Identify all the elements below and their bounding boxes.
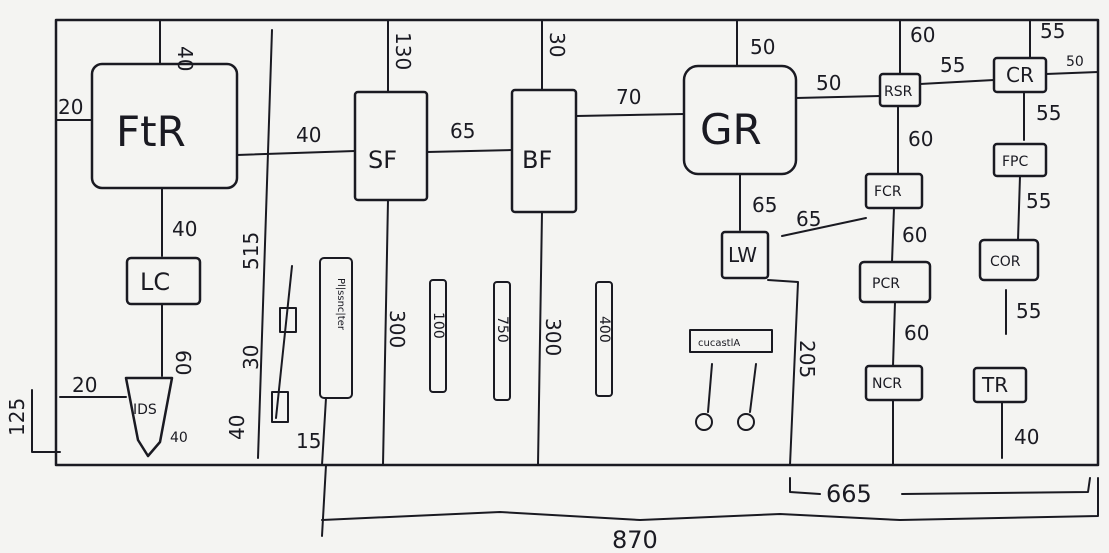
- dim-rsr-fcr: 60: [908, 127, 933, 151]
- dim-bar1: 100: [430, 312, 446, 339]
- dim-bottom-665: 665: [826, 480, 872, 508]
- dim-ftr-left: 20: [58, 95, 83, 119]
- tr-label: TR: [981, 373, 1008, 397]
- pcr-block: PCR 60: [860, 262, 930, 366]
- tall-box-label: Pl|ssnc|ter: [335, 278, 346, 331]
- fcr-label: FCR: [874, 184, 902, 200]
- dim-ids-left: 20: [72, 373, 97, 397]
- lw-label: LW: [728, 243, 757, 267]
- rsr-block: RSR 60 55 60: [880, 20, 994, 174]
- dim-lc-down: 60: [171, 350, 195, 375]
- wide-box-label: cucastlA: [698, 338, 740, 349]
- rsr-label: RSR: [884, 84, 913, 100]
- fpc-label: FPC: [1002, 154, 1028, 170]
- dim-ftr-sf: 40: [296, 123, 321, 147]
- gr-label: GR: [700, 105, 762, 154]
- dim-lw-fcr: 65: [796, 207, 821, 231]
- dim-fpc-cor: 55: [1026, 189, 1051, 213]
- dim-sf-bf: 65: [450, 119, 475, 143]
- cor-label: COR: [990, 254, 1021, 270]
- dim-bottom-870: 870: [612, 526, 658, 553]
- ftr-block: FtR 40 20 40 40: [56, 20, 355, 256]
- dim-rsr-top: 60: [910, 23, 935, 47]
- dim-pcr-ncr: 60: [904, 321, 929, 345]
- dim-lw-below: 205: [795, 340, 819, 378]
- dim-left-40: 40: [225, 415, 249, 440]
- outer-frame: [32, 20, 1098, 465]
- bf-block: BF 30 70 300: [512, 20, 684, 465]
- cor-block: COR 55: [980, 240, 1041, 334]
- dim-ftr-top: 40: [173, 46, 197, 71]
- sf-label: SF: [368, 146, 397, 174]
- dim-tr-below: 40: [1014, 425, 1039, 449]
- dim-sf-below: 300: [385, 310, 409, 348]
- fpc-block: FPC 55: [994, 144, 1051, 240]
- dim-fcr-pcr: 60: [902, 223, 927, 247]
- bars: 100 750 400: [430, 280, 612, 400]
- cr-label: CR: [1006, 63, 1034, 87]
- dim-ids-right: 40: [170, 430, 188, 446]
- cr-block: CR 55 50 55: [994, 19, 1098, 140]
- dim-v-left: 515: [239, 232, 263, 270]
- dim-cr-top: 55: [1040, 19, 1065, 43]
- wide-box-group: cucastlA: [690, 330, 772, 430]
- pcr-label: PCR: [872, 276, 900, 292]
- dim-left-30: 30: [239, 345, 263, 370]
- bf-label: BF: [522, 146, 552, 174]
- dim-bf-below: 300: [541, 318, 565, 356]
- ncr-block: NCR: [866, 366, 922, 465]
- fcr-block: FCR 60: [866, 174, 927, 262]
- dim-bar2: 750: [494, 316, 510, 343]
- ftr-label: FtR: [116, 107, 186, 156]
- tr-block: TR 40: [974, 368, 1039, 458]
- dim-cr-right: 50: [1066, 54, 1084, 70]
- dim-gr-lw: 65: [752, 193, 777, 217]
- dim-sf-top: 130: [391, 32, 415, 70]
- dim-rsr-cr: 55: [940, 53, 965, 77]
- dim-bar3: 400: [596, 316, 612, 343]
- dim-left-edge: 125: [5, 398, 29, 436]
- left-verticals: 515 30 40 Pl|ssnc|ter 15: [225, 30, 352, 465]
- dim-ftr-down: 40: [172, 217, 197, 241]
- ncr-label: NCR: [872, 376, 902, 392]
- dim-bf-top: 30: [545, 32, 569, 57]
- dim-gr-top: 50: [750, 35, 775, 59]
- dim-small-15: 15: [296, 429, 321, 453]
- dim-cr-fpc: 55: [1036, 101, 1061, 125]
- ids-label: IDS: [133, 402, 157, 418]
- lw-block: LW 65 205: [722, 207, 866, 465]
- dim-gr-rsr: 50: [816, 71, 841, 95]
- sf-block: SF 130 65 300: [355, 20, 512, 465]
- gr-block: GR 50 50 65: [684, 20, 880, 230]
- dim-bf-gr: 70: [616, 85, 641, 109]
- bottom-dims: 665 870: [322, 465, 1098, 553]
- dim-cor-tr: 55: [1016, 299, 1041, 323]
- lc-block: LC 60: [127, 258, 200, 376]
- lc-label: LC: [140, 268, 170, 296]
